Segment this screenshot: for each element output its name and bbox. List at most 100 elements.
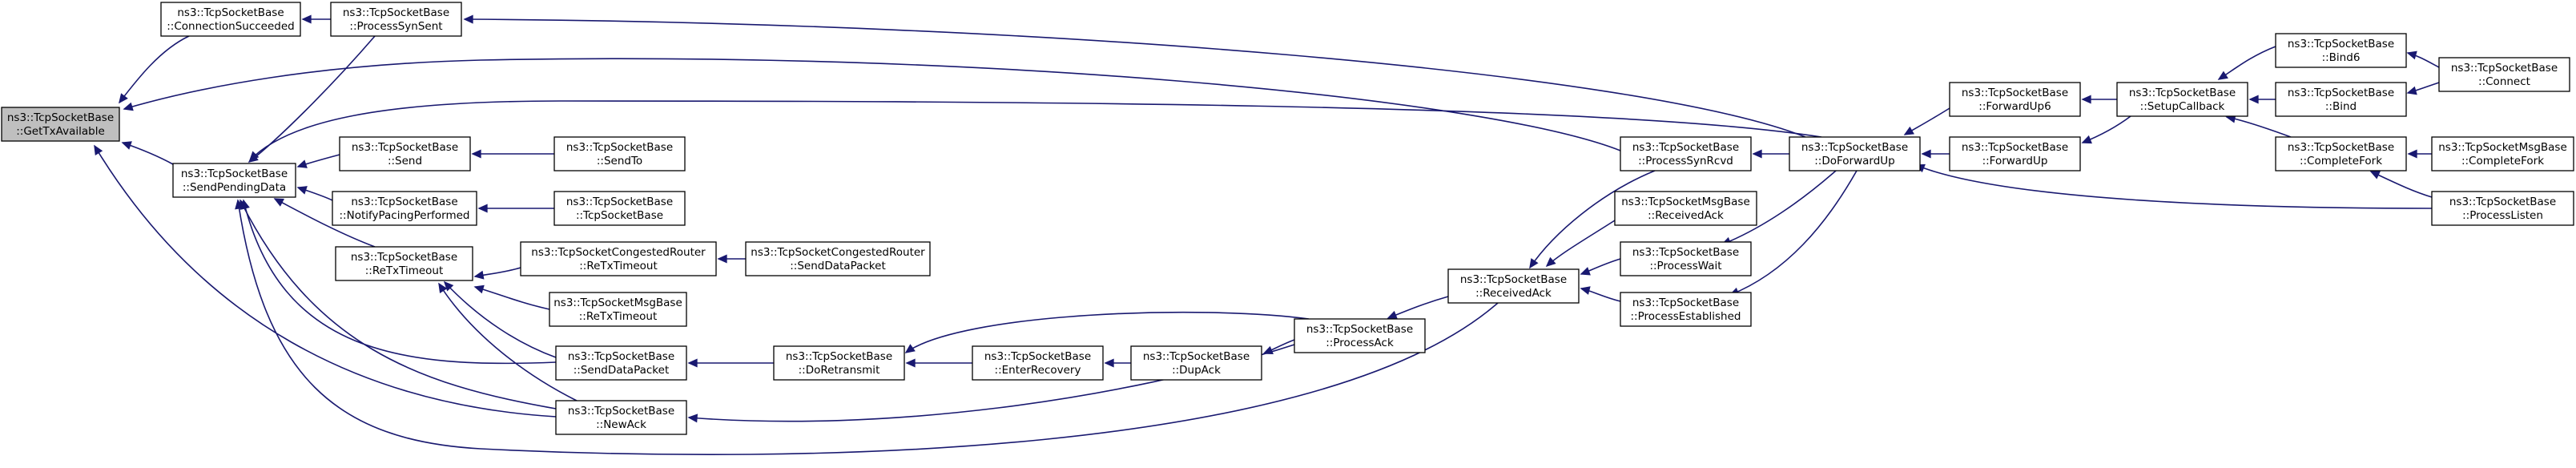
node-ProcessEstablished[interactable]: ns3::TcpSocketBase::ProcessEstablished (1620, 292, 1752, 327)
arrowhead-icon (94, 144, 103, 155)
edge-ReceivedAck-to-ProcessAck (1387, 296, 1449, 320)
edge-CRSendDataPacket-to-CRReTxTimeout (717, 254, 746, 264)
node-method-label: ::Send (388, 155, 422, 167)
node-method-label: ::CompleteFork (2300, 155, 2382, 167)
arrowhead-icon (477, 204, 488, 213)
node-MsgCompleteFork[interactable]: ns3::TcpSocketMsgBase::CompleteFork (2431, 136, 2574, 171)
node-box (520, 241, 717, 276)
node-method-label: ::NotifyPacingPerformed (340, 209, 470, 222)
node-ProcessSynSent[interactable]: ns3::TcpSocketBase::ProcessSynSent (330, 2, 462, 37)
node-CompleteFork[interactable]: ns3::TcpSocketBase::CompleteFork (2275, 136, 2407, 171)
node-method-label: ::TcpSocketBase (576, 209, 663, 222)
node-box (555, 345, 687, 381)
node-ReceivedAck[interactable]: ns3::TcpSocketBase::ReceivedAck (1447, 268, 1580, 304)
node-DoForwardUp[interactable]: ns3::TcpSocketBase::DoForwardUp (1789, 136, 1921, 171)
node-SetupCallback[interactable]: ns3::TcpSocketBase::SetupCallback (2116, 82, 2248, 117)
node-ForwardUp[interactable]: ns3::TcpSocketBase::ForwardUp (1949, 136, 2081, 171)
node-DupAck[interactable]: ns3::TcpSocketBase::DupAck (1130, 345, 1262, 381)
node-EnterRecovery[interactable]: ns3::TcpSocketBase::EnterRecovery (972, 345, 1104, 381)
edge-MsgReTxTimeout-to-ReTxTimeout (473, 284, 550, 310)
node-class-label: ns3::TcpSocketBase (568, 350, 674, 363)
node-TcpSocketBaseCtor[interactable]: ns3::TcpSocketBase::TcpSocketBase (553, 191, 686, 226)
arrowhead-icon (2369, 171, 2381, 180)
edge-line (2226, 116, 2292, 138)
node-MsgReTxTimeout[interactable]: ns3::TcpSocketMsgBase::ReTxTimeout (549, 292, 687, 327)
node-CRSendDataPacket[interactable]: ns3::TcpSocketCongestedRouter::SendDataP… (745, 241, 931, 276)
node-ForwardUp6[interactable]: ns3::TcpSocketBase::ForwardUp6 (1949, 82, 2081, 117)
edge-DoForwardUp-to-ProcessSynRcvd (1752, 149, 1789, 159)
node-SendDataPacket[interactable]: ns3::TcpSocketBase::SendDataPacket (555, 345, 687, 381)
node-ProcessWait[interactable]: ns3::TcpSocketBase::ProcessWait (1620, 241, 1752, 276)
arrowhead-icon (717, 254, 727, 264)
node-MsgReceivedAck[interactable]: ns3::TcpSocketMsgBase::ReceivedAck (1614, 191, 1757, 226)
edge-ProcessSynSent-to-ConnectionSucceeded (301, 14, 331, 24)
node-class-label: ns3::TcpSocketBase (352, 141, 458, 154)
edge-line (249, 100, 1822, 161)
node-class-label: ns3::TcpSocketBase (2288, 141, 2394, 154)
node-ProcessListen[interactable]: ns3::TcpSocketBase::ProcessListen (2431, 191, 2574, 226)
node-class-label: ns3::TcpSocketBase (568, 405, 674, 418)
node-Bind6[interactable]: ns3::TcpSocketBase::Bind6 (2275, 33, 2407, 68)
arrowhead-icon (1580, 286, 1591, 295)
node-method-label: ::ProcessSynSent (349, 20, 442, 33)
edge-line (1546, 220, 1616, 267)
node-DoRetransmit[interactable]: ns3::TcpSocketBase::DoRetransmit (773, 345, 905, 381)
node-class-label: ns3::TcpSocketBase (2451, 62, 2558, 75)
node-Send[interactable]: ns3::TcpSocketBase::Send (339, 136, 471, 171)
node-ConnectionSucceeded[interactable]: ns3::TcpSocketBase::ConnectionSucceeded (160, 2, 301, 37)
nodes-layer: ns3::TcpSocketBase::GetTxAvailablens3::T… (1, 2, 2574, 435)
arrowhead-icon (904, 344, 916, 353)
node-box (1447, 268, 1580, 304)
node-CRReTxTimeout[interactable]: ns3::TcpSocketCongestedRouter::ReTxTimeo… (520, 241, 717, 276)
edge-DoForwardUp-to-ProcessSynSent (463, 14, 1806, 138)
node-box (549, 292, 687, 327)
edge-line (905, 311, 1310, 353)
node-class-label: ns3::TcpSocketBase (566, 141, 673, 154)
node-method-label: ::ReTxTimeout (579, 310, 658, 323)
node-ProcessAck[interactable]: ns3::TcpSocketBase::ProcessAck (1294, 318, 1426, 353)
edge-ForwardUp6-to-DoForwardUp (1903, 107, 1950, 135)
node-class-label: ns3::TcpSocketBase (786, 350, 892, 363)
node-method-label: ::ProcessWait (1649, 260, 1721, 272)
arrowhead-icon (1104, 358, 1114, 368)
node-SendTo[interactable]: ns3::TcpSocketBase::SendTo (553, 136, 686, 171)
edge-NewAck-to-ReTxTimeout (438, 282, 578, 401)
node-method-label: ::Connect (2478, 75, 2530, 88)
edge-line (1721, 170, 1837, 245)
arrowhead-icon (1529, 258, 1539, 269)
node-Bind[interactable]: ns3::TcpSocketBase::Bind (2275, 82, 2407, 117)
edge-EnterRecovery-to-DoRetransmit (905, 358, 972, 368)
node-SendPendingData[interactable]: ns3::TcpSocketBase::SendPendingData (172, 163, 296, 198)
edge-ProcessListen-to-CompleteFork (2369, 171, 2433, 198)
edge-SendPendingData-to-GetTxAvailable (121, 141, 174, 165)
node-Connect[interactable]: ns3::TcpSocketBase::Connect (2438, 57, 2570, 92)
node-box (2438, 57, 2570, 92)
node-GetTxAvailable: ns3::TcpSocketBase::GetTxAvailable (1, 107, 120, 142)
node-class-label: ns3::TcpSocketBase (1143, 350, 1250, 363)
edge-NewAck-to-GetTxAvailable (94, 144, 557, 418)
node-ReTxTimeout[interactable]: ns3::TcpSocketBase::ReTxTimeout (335, 246, 473, 281)
node-method-label: ::Bind6 (2322, 51, 2361, 64)
edge-DoForwardUp-to-SendPendingData (248, 100, 1822, 162)
node-NotifyPacingPerformed[interactable]: ns3::TcpSocketBase::NotifyPacingPerforme… (332, 191, 477, 226)
edge-SetupCallback-to-ForwardUp6 (2081, 95, 2117, 104)
node-method-label: ::EnterRecovery (995, 364, 1081, 377)
node-class-label: ns3::TcpSocketCongestedRouter (751, 246, 925, 259)
node-class-label: ns3::TcpSocketMsgBase (2438, 141, 2567, 154)
arrowhead-icon (473, 284, 485, 294)
arrowhead-icon (248, 151, 260, 162)
node-box (160, 2, 301, 37)
node-method-label: ::DoForwardUp (1814, 155, 1895, 167)
node-box (553, 191, 686, 226)
node-method-label: ::ProcessAck (1326, 337, 1394, 349)
node-ProcessSynRcvd[interactable]: ns3::TcpSocketBase::ProcessSynRcvd (1620, 136, 1752, 171)
arrowhead-icon (296, 186, 308, 195)
node-box (2275, 33, 2407, 68)
node-box (2431, 191, 2574, 226)
node-method-label: ::ProcessSynRcvd (1638, 155, 1733, 167)
node-box (172, 163, 296, 198)
edge-line (239, 200, 557, 410)
node-class-label: ns3::TcpSocketBase (1632, 246, 1739, 259)
node-NewAck[interactable]: ns3::TcpSocketBase::NewAck (555, 400, 687, 435)
